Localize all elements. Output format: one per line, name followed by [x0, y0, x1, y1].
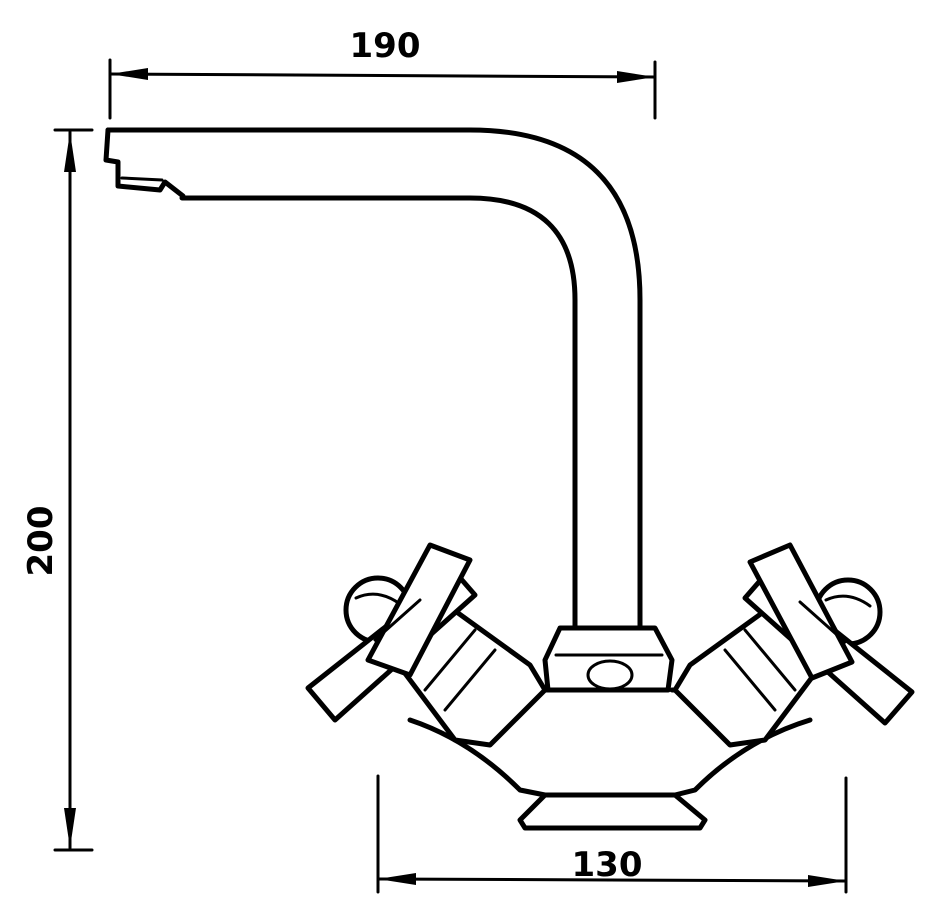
dimension-top: 190 [108, 26, 657, 120]
left-handle-hub [373, 598, 422, 642]
base-plate [517, 792, 708, 831]
dimension-left-label: 200 [21, 506, 61, 577]
right-valve-ring-1 [743, 628, 797, 692]
faucet-collar [542, 625, 675, 693]
dimension-top-arrow-left [110, 68, 148, 80]
dimension-bottom-arrow-right [808, 875, 846, 887]
spout-aerator [103, 127, 186, 199]
dimension-left-arrow-bottom [64, 808, 76, 848]
dimension-bottom-label: 130 [572, 845, 643, 885]
dimension-top-arrow-right [617, 71, 655, 83]
dimension-left-arrow-top [64, 132, 76, 172]
dimension-bottom-arrow-left [378, 873, 416, 885]
right-valve-cap-detail [824, 594, 872, 608]
collar-opening [586, 659, 634, 691]
left-valve-cap-detail [354, 592, 402, 606]
spout-aerator-detail [120, 176, 164, 182]
left-valve-ring-1 [423, 628, 477, 692]
collar-shell [542, 625, 675, 693]
dimension-left: 200 [21, 128, 94, 852]
right-cross-handle[interactable] [742, 542, 915, 726]
right-handle-arm-vertical[interactable] [747, 542, 855, 681]
right-valve-ring-2 [723, 648, 777, 712]
dimension-top-line [108, 72, 657, 79]
left-handle-arm-vertical[interactable] [365, 542, 473, 678]
left-valve-ring-2 [443, 648, 497, 712]
spout-outer-edge [105, 127, 643, 635]
dimension-top-label: 190 [350, 26, 421, 66]
faucet-spout [103, 127, 643, 635]
left-valve [343, 575, 548, 748]
left-cross-handle[interactable] [305, 542, 478, 723]
dimension-bottom: 130 [376, 774, 848, 894]
base-left-neck [407, 717, 548, 798]
dimension-bottom-line [376, 877, 848, 883]
spout-inner-edge [179, 195, 578, 635]
right-handle-hub [798, 600, 847, 644]
base-right-neck [672, 717, 813, 798]
